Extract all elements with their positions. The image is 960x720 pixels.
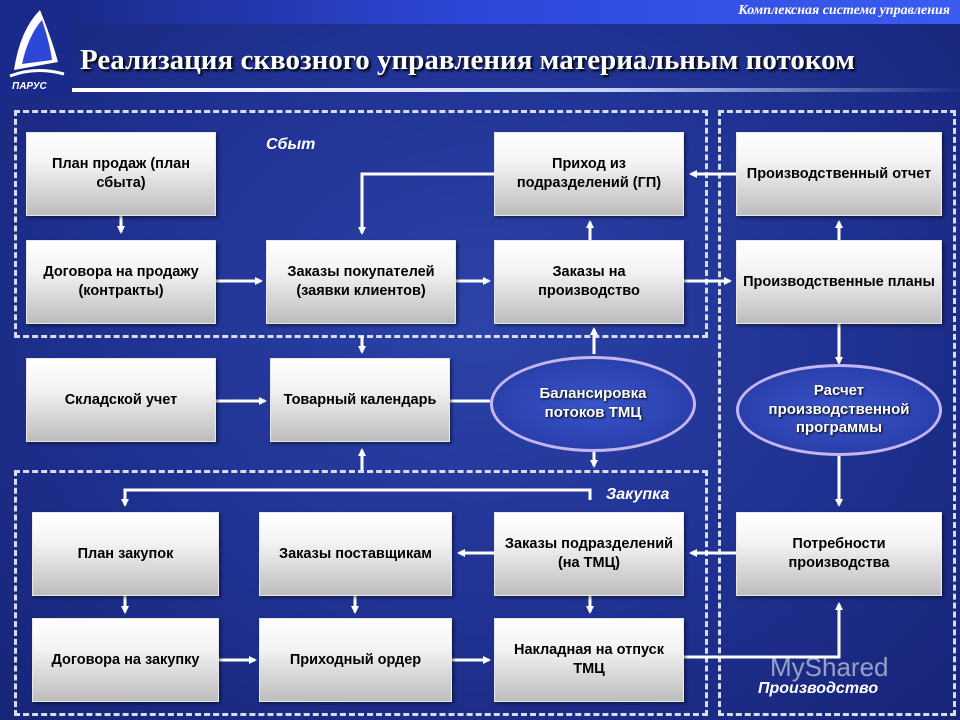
sales-region-label: Сбыт [266, 136, 316, 153]
page-title: Реализация сквозного управления материал… [80, 44, 855, 76]
purchase-contracts-box: Договора на закупку [32, 618, 219, 702]
customer-orders-box: Заказы покупателей (заявки клиентов) [266, 240, 456, 324]
production-plans-box: Производственные планы [736, 240, 942, 324]
arrow-income-to-customer-orders [358, 172, 494, 235]
arrow-unit-orders-to-purchase-plan [121, 488, 592, 507]
procurement-region [14, 470, 708, 716]
system-label: Комплексная система управления [738, 3, 950, 18]
production-region [718, 110, 956, 716]
sales-contracts-box: Договора на продажу (контракты) [26, 240, 216, 324]
receipt-order-box: Приходный ордер [259, 618, 452, 702]
logo: ПАРУС [0, 0, 72, 96]
income-from-units-box: Приход из подразделений (ГП) [494, 132, 684, 216]
production-needs-box: Потребности производства [736, 512, 942, 596]
purchase-plan-box: План закупок [32, 512, 219, 596]
balancing-ellipse: Балансировка потоков ТМЦ [490, 356, 696, 452]
production-report-box: Производственный отчет [736, 132, 942, 216]
unit-orders-box: Заказы подразделений (на ТМЦ) [494, 512, 684, 596]
production-orders-box: Заказы на производство [494, 240, 684, 324]
program-calc-ellipse: Расчет производственной программы [736, 364, 942, 456]
warehouse-accounting-box: Складской учет [26, 358, 216, 442]
procurement-region-label: Закупка [606, 486, 670, 503]
top-banner: Комплексная система управления [72, 0, 960, 24]
production-region-label: Производство [758, 680, 879, 697]
sales-plan-box: План продаж (план сбыта) [26, 132, 216, 216]
watermark: MyShared [770, 652, 889, 682]
title-underline [72, 88, 960, 92]
logo-text: ПАРУС [12, 81, 47, 92]
issue-invoice-box: Накладная на отпуск ТМЦ [494, 618, 684, 702]
sail-logo-icon: ПАРУС [9, 10, 65, 92]
supplier-orders-box: Заказы поставщикам [259, 512, 452, 596]
goods-calendar-box: Товарный календарь [270, 358, 450, 442]
arrow-invoice-to-needs [684, 602, 843, 659]
